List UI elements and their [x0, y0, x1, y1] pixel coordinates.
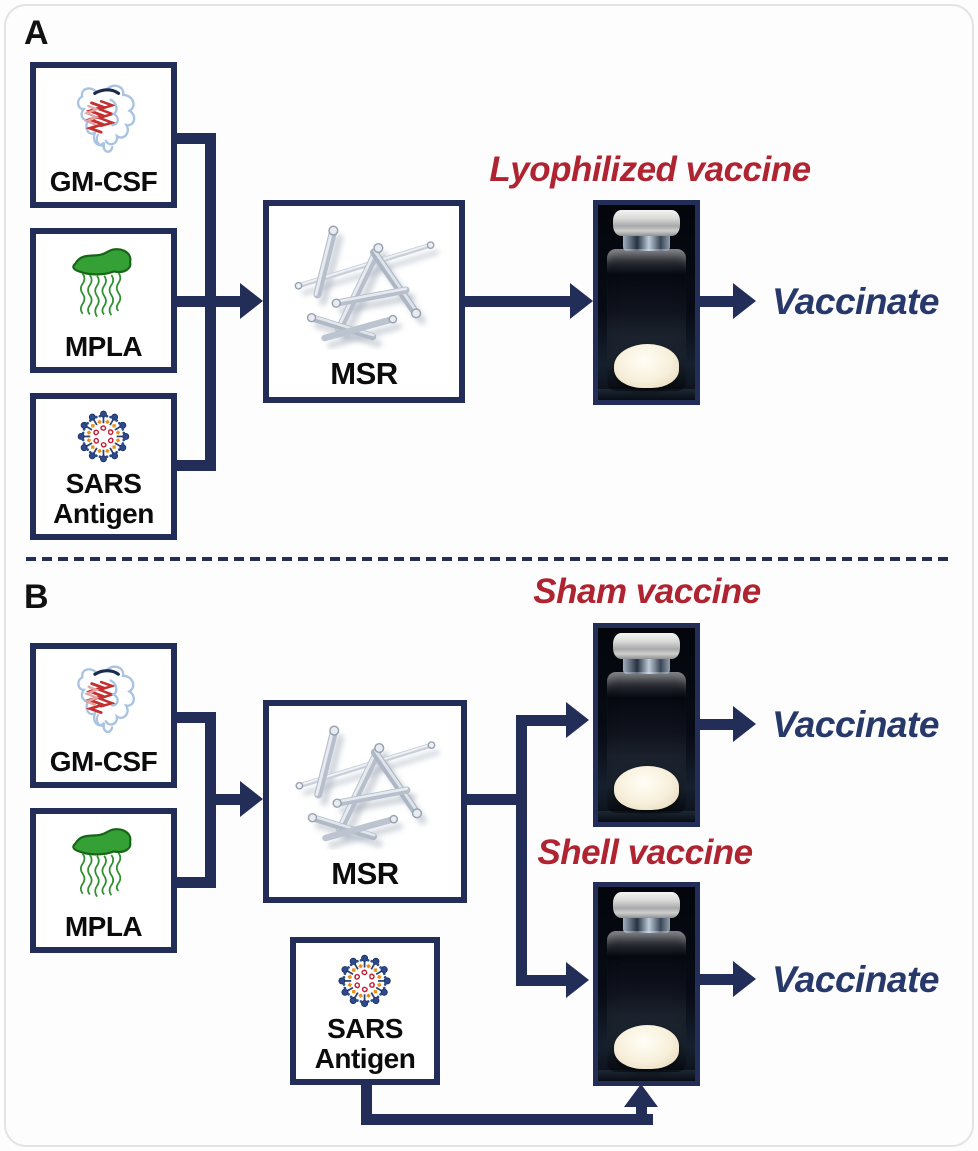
connector-line — [516, 975, 568, 986]
connector-line — [361, 1114, 653, 1125]
connector-line — [700, 974, 733, 985]
vial-photo-background — [598, 205, 695, 400]
vial-powder — [613, 344, 680, 388]
lipid-chains-icon — [38, 238, 169, 332]
vial-powder — [613, 766, 680, 810]
connector-trunk — [205, 712, 216, 888]
vial-neck — [623, 916, 670, 933]
arrowhead-right-icon — [240, 283, 263, 319]
connector-line — [636, 1103, 647, 1125]
silica-rods-icon — [271, 210, 457, 358]
msr-box-b: MSR — [263, 700, 467, 903]
lipid-chains-icon — [38, 818, 169, 912]
gmcsf-box-b: GM-CSF — [30, 643, 177, 788]
vial-table-surface — [598, 811, 695, 822]
connector-line — [516, 715, 568, 726]
connector-line — [177, 460, 216, 471]
connector-line — [465, 296, 570, 307]
vial-table-surface — [598, 389, 695, 400]
vaccinate-label-sham: Vaccinate — [772, 704, 939, 745]
lyophilized-vial-photo — [593, 200, 700, 405]
vaccinate-label-a: Vaccinate — [772, 281, 939, 322]
gmcsf-box-label: GM-CSF — [49, 745, 158, 777]
connector-line — [177, 133, 216, 144]
msr-box-a: MSR — [263, 200, 465, 403]
panel-a-label: A — [24, 14, 49, 52]
sars-antigen-box-label: SARS Antigen — [314, 1013, 416, 1074]
protein-ribbon-icon — [38, 653, 169, 747]
sars-antigen-box-b: SARS Antigen — [290, 937, 440, 1085]
vial-table-surface — [598, 1070, 695, 1081]
connector-line — [700, 719, 733, 730]
connector-line — [700, 296, 733, 307]
arrowhead-right-icon — [570, 283, 593, 319]
virus-particle-icon — [298, 947, 432, 1014]
msr-box-label: MSR — [330, 356, 398, 392]
mpla-box-label: MPLA — [64, 330, 143, 362]
connector-line — [214, 794, 242, 805]
protein-ribbon-icon — [38, 72, 169, 167]
gmcsf-box-label: GM-CSF — [49, 165, 158, 197]
vial-photo-background — [598, 887, 695, 1081]
vial-neck — [623, 657, 670, 674]
connector-line — [467, 794, 519, 805]
vaccinate-label-shell: Vaccinate — [772, 959, 939, 1000]
msr-box-label: MSR — [331, 856, 399, 892]
virus-particle-icon — [38, 403, 169, 469]
vial-photo-background — [598, 628, 695, 822]
arrowhead-right-icon — [240, 781, 263, 817]
silica-rods-icon — [271, 710, 459, 858]
panel-divider-dashed-line — [26, 557, 952, 561]
connector-line — [361, 1085, 372, 1125]
mpla-box-b: MPLA — [30, 808, 177, 953]
sars-antigen-box-label: SARS Antigen — [53, 468, 154, 529]
arrowhead-right-icon — [566, 962, 589, 998]
connector-trunk — [205, 133, 216, 471]
arrowhead-right-icon — [566, 702, 589, 738]
branch-trunk — [516, 715, 527, 986]
vial-cap — [612, 892, 681, 918]
mpla-box-label: MPLA — [64, 910, 143, 942]
shell-vial-photo — [593, 882, 700, 1086]
vial-cap — [612, 633, 681, 659]
gmcsf-box-a: GM-CSF — [30, 62, 177, 208]
mpla-box-a: MPLA — [30, 228, 177, 373]
arrowhead-right-icon — [733, 706, 756, 742]
vial-neck — [623, 234, 670, 251]
sham-vial-photo — [593, 623, 700, 827]
connector-line — [214, 296, 242, 307]
connector-line — [177, 296, 216, 307]
arrowhead-right-icon — [733, 283, 756, 319]
panel-b-label: B — [24, 578, 49, 616]
sham-vaccine-title: Sham vaccine — [533, 572, 761, 611]
shell-vaccine-title: Shell vaccine — [537, 833, 753, 872]
connector-line — [177, 877, 216, 888]
vial-powder — [613, 1025, 680, 1069]
connector-line — [177, 712, 216, 723]
sars-antigen-box-a: SARS Antigen — [30, 393, 177, 540]
arrowhead-right-icon — [733, 961, 756, 997]
lyophilized-vaccine-title: Lyophilized vaccine — [489, 150, 811, 189]
arrowhead-up-icon — [624, 1084, 658, 1107]
vial-cap — [612, 210, 681, 236]
